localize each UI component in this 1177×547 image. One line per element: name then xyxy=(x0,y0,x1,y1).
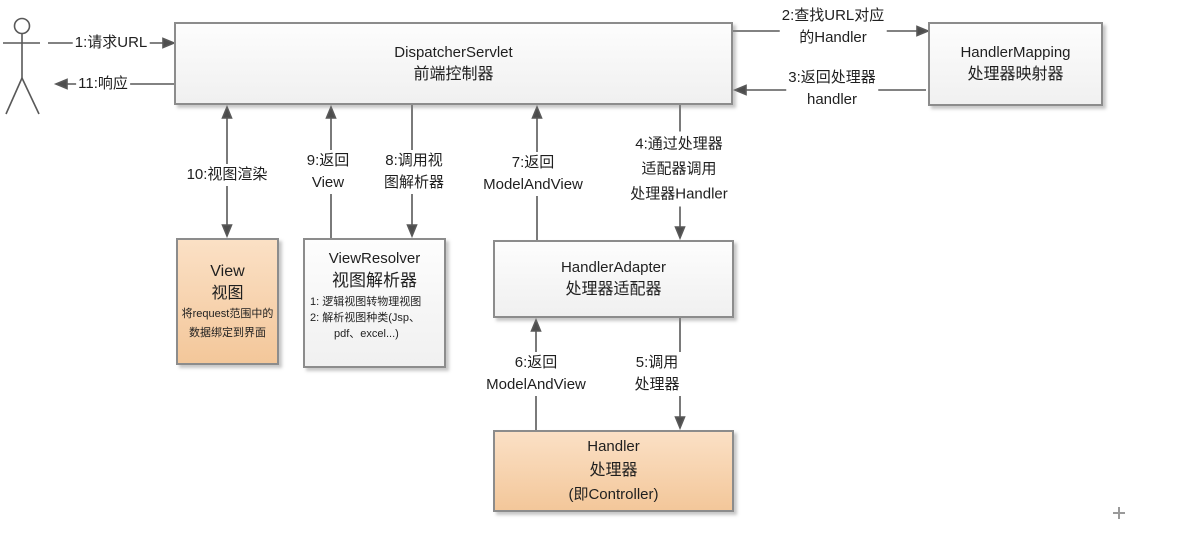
label-step-7: 7:返回 ModelAndView xyxy=(481,152,585,196)
handler-mapping-title: HandlerMapping xyxy=(960,44,1071,61)
label-step-2: 2:查找URL对应 的Handler xyxy=(779,5,887,49)
view-resolver-box: ViewResolver 视图解析器 1: 逻辑视图转物理视图 2: 解析视图种… xyxy=(303,238,446,368)
actor-icon xyxy=(3,17,40,115)
view-resolver-subtitle: 视图解析器 xyxy=(332,271,417,290)
label-step-10: 10:视图渲染 xyxy=(184,164,270,186)
handler-adapter-subtitle: 处理器适配器 xyxy=(565,281,662,298)
dispatcher-servlet-box: DispatcherServlet 前端控制器 xyxy=(174,22,733,105)
view-resolver-notes: 1: 逻辑视图转物理视图 2: 解析视图种类(Jsp、 pdf、excel...… xyxy=(310,296,422,340)
label-step-9: 9:返回 View xyxy=(304,150,352,194)
label-step-5: 5:调用 处理器 xyxy=(632,352,682,396)
view-box: View 视图 将request范围中的 数据绑定到界面 xyxy=(176,238,279,365)
dispatcher-servlet-subtitle: 前端控制器 xyxy=(413,65,494,83)
label-step-6: 6:返回 ModelAndView xyxy=(484,352,588,396)
handler-subtitle: 处理器 xyxy=(589,462,638,479)
label-step-11: 11:响应 xyxy=(76,73,130,95)
cursor-plus-icon xyxy=(1113,507,1125,519)
label-step-1: 1:请求URL xyxy=(72,32,150,54)
view-title: View xyxy=(210,262,245,280)
handler-mapping-box: HandlerMapping 处理器映射器 xyxy=(928,22,1103,106)
handler-adapter-title: HandlerAdapter xyxy=(560,259,667,276)
label-step-8: 8:调用视 图解析器 xyxy=(381,150,447,194)
label-step-4: 4:通过处理器 适配器调用 处理器Handler xyxy=(628,131,730,207)
handler-mapping-subtitle: 处理器映射器 xyxy=(967,66,1064,83)
handler-title: Handler xyxy=(587,438,640,455)
view-subtitle: 视图 xyxy=(211,284,244,302)
handler-box: Handler 处理器 (即Controller) xyxy=(493,430,734,512)
view-notes: 将request范围中的 数据绑定到界面 xyxy=(181,307,274,339)
label-step-3: 3:返回处理器 handler xyxy=(786,67,878,111)
handler-note: (即Controller) xyxy=(568,486,659,503)
handler-adapter-box: HandlerAdapter 处理器适配器 xyxy=(493,240,734,318)
view-resolver-title: ViewResolver xyxy=(328,250,421,267)
dispatcher-servlet-title: DispatcherServlet xyxy=(394,43,513,61)
